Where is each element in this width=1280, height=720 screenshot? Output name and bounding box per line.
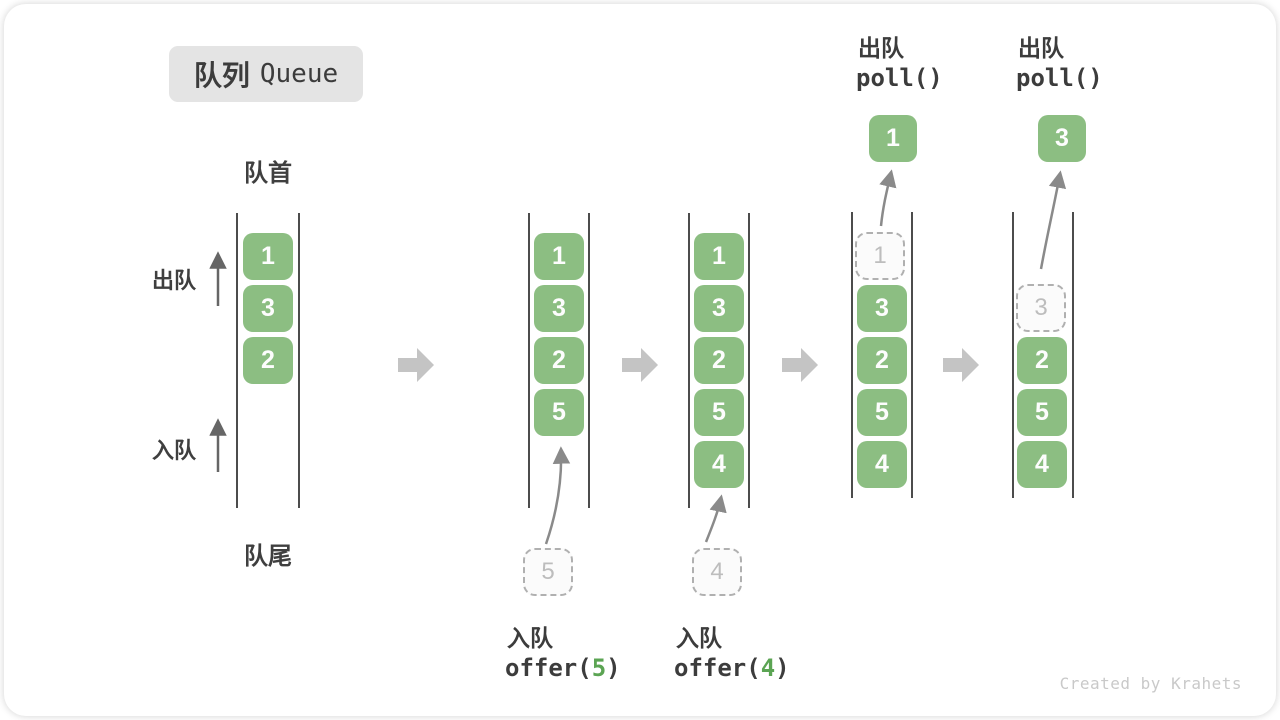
queue-wall-right [1072,212,1074,498]
poll-op-label-zh: 出队 [1018,35,1064,61]
queue-item: 1 [694,233,744,280]
offer-arg: 5 [591,654,607,682]
queue-wall-right [298,213,300,508]
label-queue-front: 队首 [244,160,292,187]
queue-item: 1 [534,233,584,280]
queue-item: 2 [243,337,293,384]
queue-item: 4 [857,441,907,488]
offer-op-code: offer(4) [674,654,790,682]
offer-op-label-zh: 入队 [507,625,553,651]
flow-arrow-icon [782,348,818,382]
queue-item-ghost-incoming: 4 [692,548,742,596]
queue-item: 5 [534,389,584,436]
label-dequeue-side: 出队 [151,268,196,293]
queue-item: 5 [857,389,907,436]
queue-wall-left [236,213,238,508]
queue-item: 3 [694,285,744,332]
queue-wall-left [528,213,530,508]
poll-op-code: poll() [1016,64,1103,92]
queue-item: 3 [534,285,584,332]
offer-fn-close: ) [775,654,790,682]
queue-item: 4 [694,441,744,488]
queue-item: 5 [694,389,744,436]
queue-item: 4 [1017,441,1067,488]
title-zh: 队列 [193,60,250,91]
label-enqueue-side: 入队 [151,438,196,463]
offer-op-label-zh: 入队 [676,625,722,651]
queue-item: 1 [243,233,293,280]
queue-item: 3 [243,285,293,332]
queue-wall-right [588,213,590,508]
flow-arrow-icon [398,348,434,382]
polled-item: 3 [1038,115,1086,162]
watermark: Created by Krahets [1059,674,1242,693]
queue-item-ghost-removed: 3 [1016,284,1066,332]
label-queue-rear: 队尾 [244,543,292,570]
queue-wall-right [748,213,750,508]
queue-wall-right [911,212,913,498]
polled-item: 1 [869,115,917,162]
poll-op-label-zh: 出队 [858,35,904,61]
offer-fn-open: offer( [505,654,592,682]
queue-item: 3 [857,285,907,332]
offer-fn-open: offer( [674,654,761,682]
queue-wall-left [688,213,690,508]
queue-item: 2 [1017,337,1067,384]
queue-item-ghost-removed: 1 [855,232,905,280]
flow-arrow-icon [943,348,979,382]
offer-arg: 4 [760,654,776,682]
queue-item: 2 [694,337,744,384]
offer-op-code: offer(5) [505,654,621,682]
queue-wall-left [1012,212,1014,498]
poll-op-code: poll() [856,64,943,92]
queue-item-ghost-incoming: 5 [523,548,573,596]
offer-fn-close: ) [606,654,621,682]
queue-item: 2 [534,337,584,384]
flow-arrow-icon [622,348,658,382]
queue-wall-left [851,212,853,498]
queue-item: 2 [857,337,907,384]
title-en: Queue [259,59,339,89]
queue-item: 5 [1017,389,1067,436]
title-badge: 队列 Queue [169,46,363,102]
